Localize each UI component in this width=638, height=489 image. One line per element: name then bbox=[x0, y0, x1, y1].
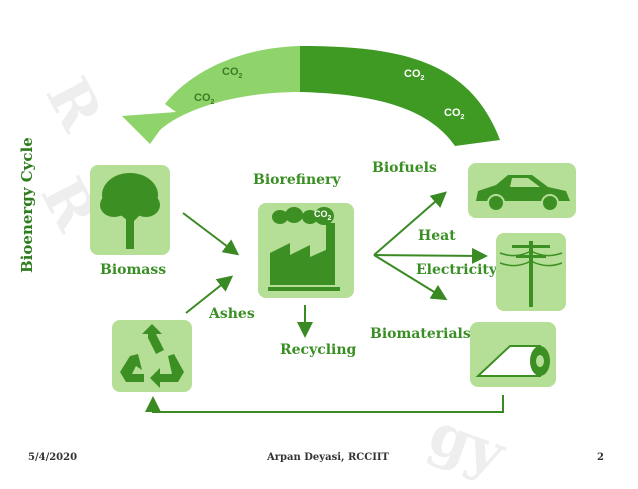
slide: R R gy CO2 CO2 CO2 CO2 Bioenergy Cycle bbox=[18, 46, 604, 489]
heat-electricity-box bbox=[496, 233, 566, 311]
footer-date: 5/4/2020 bbox=[28, 452, 78, 463]
recycle-box bbox=[112, 320, 192, 392]
recycle-icon bbox=[120, 324, 184, 388]
label-biofuels: Biofuels bbox=[372, 160, 437, 176]
co2-label: CO2 bbox=[222, 66, 243, 81]
label-biorefinery: Biorefinery bbox=[253, 172, 341, 188]
co2-label: CO2 bbox=[444, 107, 465, 122]
arrow-to-biomaterials bbox=[373, 254, 448, 301]
co2-arc-light bbox=[122, 46, 300, 144]
paper-roll-icon bbox=[475, 345, 550, 377]
label-recycling: Recycling bbox=[280, 342, 357, 358]
factory-co2-label: CO2 bbox=[314, 209, 332, 222]
page-number: 2 bbox=[597, 452, 604, 463]
label-biomass: Biomass bbox=[100, 262, 167, 278]
biorefinery-box: CO2 bbox=[258, 203, 354, 298]
arrow-to-biofuels bbox=[373, 191, 448, 256]
tree-icon bbox=[100, 173, 160, 249]
arrow-return-to-recycle bbox=[145, 395, 504, 413]
biomaterials-box bbox=[470, 322, 556, 387]
co2-label: CO2 bbox=[194, 92, 215, 107]
biomass-box bbox=[90, 165, 170, 255]
power-pole-icon bbox=[499, 241, 563, 307]
arrow-biomass-to-biorefinery bbox=[182, 212, 240, 256]
biofuels-box bbox=[468, 163, 576, 218]
label-ashes: Ashes bbox=[209, 306, 255, 322]
co2-cycle-arc bbox=[122, 46, 500, 146]
flow-arrows bbox=[145, 191, 504, 413]
factory-icon bbox=[268, 207, 340, 291]
co2-label: CO2 bbox=[404, 68, 425, 83]
arrow-to-heat-electricity bbox=[373, 247, 488, 264]
co2-arc-dark bbox=[300, 46, 500, 146]
label-heat: Heat bbox=[418, 228, 456, 244]
label-biomaterials: Biomaterials bbox=[370, 326, 471, 342]
arrow-recycle-to-biorefinery bbox=[185, 275, 234, 314]
footer-author: Arpan Deyasi, RCCIIT bbox=[267, 452, 389, 463]
label-electricity: Electricity bbox=[416, 262, 498, 278]
car-icon bbox=[476, 175, 570, 212]
